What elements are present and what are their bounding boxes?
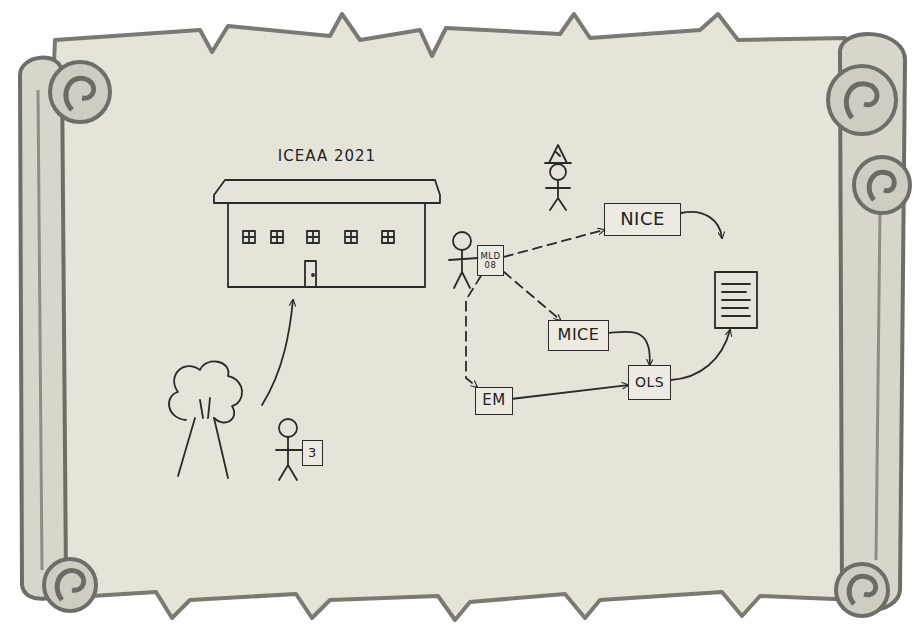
process-box: EM [475,387,513,415]
sign-box: MLD 08 [477,245,504,276]
tree-crown [169,361,242,422]
figure-body [546,180,570,210]
dashed-arrow [504,230,604,257]
figure-head [550,164,566,180]
tree-trunk [178,398,228,478]
box-label: MLD 08 [478,252,503,270]
top-left-curl [50,62,110,122]
stick-figure [449,232,478,288]
window-frame [345,231,357,243]
building-node: ICEAA 2021 [213,145,441,288]
process-box: OLS [628,365,671,400]
building-door [305,261,316,287]
box-label: NICE [620,210,665,229]
window-frame [243,231,255,243]
dashed-arrow [504,272,560,320]
figure-body [449,250,478,288]
document-lines [722,284,750,316]
document-icon [715,272,757,328]
building-roof [214,180,440,203]
building-outline [213,145,441,288]
figure-body [276,437,302,480]
document-page [715,272,757,328]
arrow-connector [513,385,628,399]
arrow-connector [609,332,650,365]
sign-box: 3 [302,440,323,466]
sketch [169,145,757,480]
mid-right-curl [854,157,910,213]
top-left-spiral [66,78,94,110]
mid-right-spiral [869,172,894,200]
top-right-spiral [846,84,877,118]
window-frame [307,231,319,243]
scroll-sheet [48,14,862,620]
bottom-right-curl [836,564,888,616]
wizard-hat [545,145,571,163]
bottom-left-curl [44,559,96,611]
building-window [345,231,357,243]
box-label: EM [482,393,505,409]
process-box: NICE [604,203,681,236]
process-box: MICE [548,320,609,351]
nice-curved-arrow [681,212,722,238]
left-roll-shade [38,90,42,570]
top-right-curl [828,66,896,134]
right-roll-shade [876,210,880,560]
building-window [382,231,394,243]
building-window [307,231,319,243]
door-knob [312,274,314,276]
stick-figure [276,419,302,480]
window-frame [382,231,394,243]
building-heading: ICEAA 2021 [278,149,376,165]
left-roll [20,58,66,599]
figure-head [279,419,297,437]
wizard-figure [545,145,571,210]
bottom-right-spiral [849,576,876,604]
bottom-left-spiral [57,571,84,600]
dashed-arrow [466,276,481,387]
scroll-body [20,14,910,620]
building-window [271,231,283,243]
box-label: MICE [558,327,600,344]
building-window [243,231,255,243]
tree-to-building-arrow [262,300,293,405]
window-frame [271,231,283,243]
box-label: 3 [308,446,317,460]
building-wall [228,203,425,287]
figure-head [453,232,471,250]
box-label: OLS [635,375,664,390]
ols-to-document-arrow [671,330,730,380]
